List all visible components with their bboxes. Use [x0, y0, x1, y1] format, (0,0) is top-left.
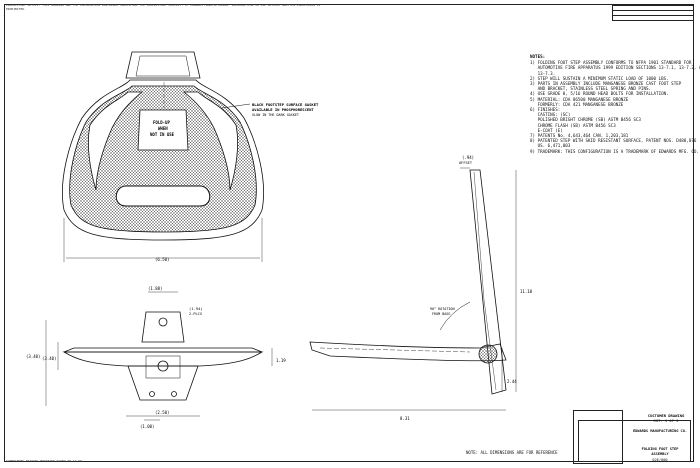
side-height-dim: 11.10: [520, 289, 533, 294]
gasket-callout-3: GLOW IN THE DARK GASKET: [252, 113, 299, 117]
rotation-callout-1: 90° ROTATION: [430, 307, 455, 311]
top-view: [62, 51, 264, 241]
note-line: POLISHED BRIGHT CHROME (SB) ASTM B456 SC…: [530, 117, 641, 123]
note-line: CASTING: (SC): [530, 112, 571, 118]
gasket-callout-1: BLACK FOOTSTEP SURFACE GASKET: [252, 102, 319, 107]
side-view: [309, 169, 507, 395]
front-view: [62, 311, 264, 401]
part-name: FOLDING FOOT STEP: [641, 447, 679, 451]
foldup-label-2: WHEN: [158, 126, 168, 131]
front-places: 2-PLCS: [189, 312, 202, 316]
revision-table: [573, 410, 623, 464]
revision-header-box: [612, 5, 694, 21]
revision-row: [613, 11, 693, 16]
front-left-dim: (3.40): [42, 356, 56, 361]
front-119-dim: 1.19: [276, 358, 286, 363]
note-line: 7) PATENTS No. 4,643,464 CAN. 1,203,181: [530, 133, 629, 139]
note-line: 6) FINISHES:: [530, 107, 561, 113]
note-line: 4) USE GRADE 8, 5/16 ROUND HEAD BOLTS FO…: [530, 91, 669, 97]
note-line: 5) MATERIAL: CDA 86500 MANGANESE BRONZE: [530, 96, 629, 102]
note-line: 13-7.3.: [530, 70, 556, 76]
sheet-number: SHT. 1 OF 2: [653, 417, 679, 423]
supersedes-note: SUPERSEDES DRAWING MODIFIED DATED 08-12-…: [6, 459, 82, 463]
foldup-label-1: FOLD-UP: [153, 120, 170, 125]
top-width-label: (6.50): [155, 257, 169, 262]
customer-drawing-title: CUSTOMER DRAWING: [647, 413, 685, 418]
note-line: CHROME FLASH (SB) ASTM B456 SC3: [530, 122, 616, 128]
note-line: 3) PARTS IN ASSEMBLY INCLUDE MANGANESE B…: [530, 81, 682, 87]
notes-title: NOTES:: [530, 54, 546, 59]
drawing-number: 02E/000: [652, 458, 668, 462]
note-line: E-COAT (E): [530, 127, 563, 133]
part-name-2: ASSEMBLY: [651, 452, 669, 456]
front-right-dim: (1.94): [189, 306, 203, 311]
notes-lines: 1) FOLDING FOOT STEP ASSEMBLY CONFORMS T…: [530, 60, 700, 154]
proprietary-notice: PROPRIETARY NOTICE: THIS DRAWING AND THE…: [6, 3, 321, 11]
side-offset-dim: (.94): [462, 155, 474, 160]
gasket-callout-2: AVAILABLE IN PHOSPHORESCENT: [252, 107, 314, 112]
notes-block: NOTES: 1) FOLDING FOOT STEP ASSEMBLY CON…: [530, 54, 700, 154]
reference-note-text: ALL DIMENSIONS ARE FOR REFERENCE: [480, 450, 558, 455]
rotation-callout-2: FROM BASE: [432, 312, 450, 316]
note-line: 8) PATENTED STEP WITH SKID RESISTANT SUR…: [530, 138, 697, 144]
note-line: AND BRACKET, STAINLESS STEEL SPRING AND …: [530, 86, 652, 92]
gasket-leader: [221, 103, 251, 109]
side-low-dim: 2.44: [507, 379, 517, 384]
revision-row: [613, 6, 693, 11]
note-line: FORMERLY: CDA 421 MANGANESE BRONZE: [530, 101, 624, 107]
side-length-dim: 8.31: [400, 416, 410, 421]
front-bolt-dim: (1.88): [148, 286, 162, 291]
note-line: 2) STEP WILL SUSTAIN A MINIMUM STATIC LO…: [530, 75, 669, 81]
side-dimensions: [312, 167, 517, 411]
note-line: 1) FOLDING FOOT STEP ASSEMBLY CONFORMS T…: [530, 60, 692, 66]
drawing-frame: [4, 4, 694, 462]
front-height-dim: (3.40): [26, 354, 40, 359]
company-name: EDWARDS MANUFACTURING CO.: [632, 429, 688, 433]
note-line: US. 6,471,003: [530, 143, 571, 149]
title-block: EDWARDS MANUFACTURING CO. FOLDING FOOT S…: [578, 420, 691, 462]
top-width-dimension: [63, 218, 263, 262]
reference-note: NOTE: ALL DIMENSIONS ARE FOR REFERENCE: [466, 450, 558, 455]
front-100-dim: (1.00): [140, 424, 154, 429]
front-bottom-dim: (2.50): [155, 410, 169, 415]
customer-drawing-label: CUSTOMER DRAWING SHT. 1 OF 2: [642, 413, 690, 423]
reference-note-label: NOTE:: [466, 450, 479, 455]
front-dimensions: [45, 291, 273, 421]
side-offset-label: OFFSET: [459, 161, 473, 165]
foldup-label-3: NOT IN USE: [150, 132, 175, 137]
